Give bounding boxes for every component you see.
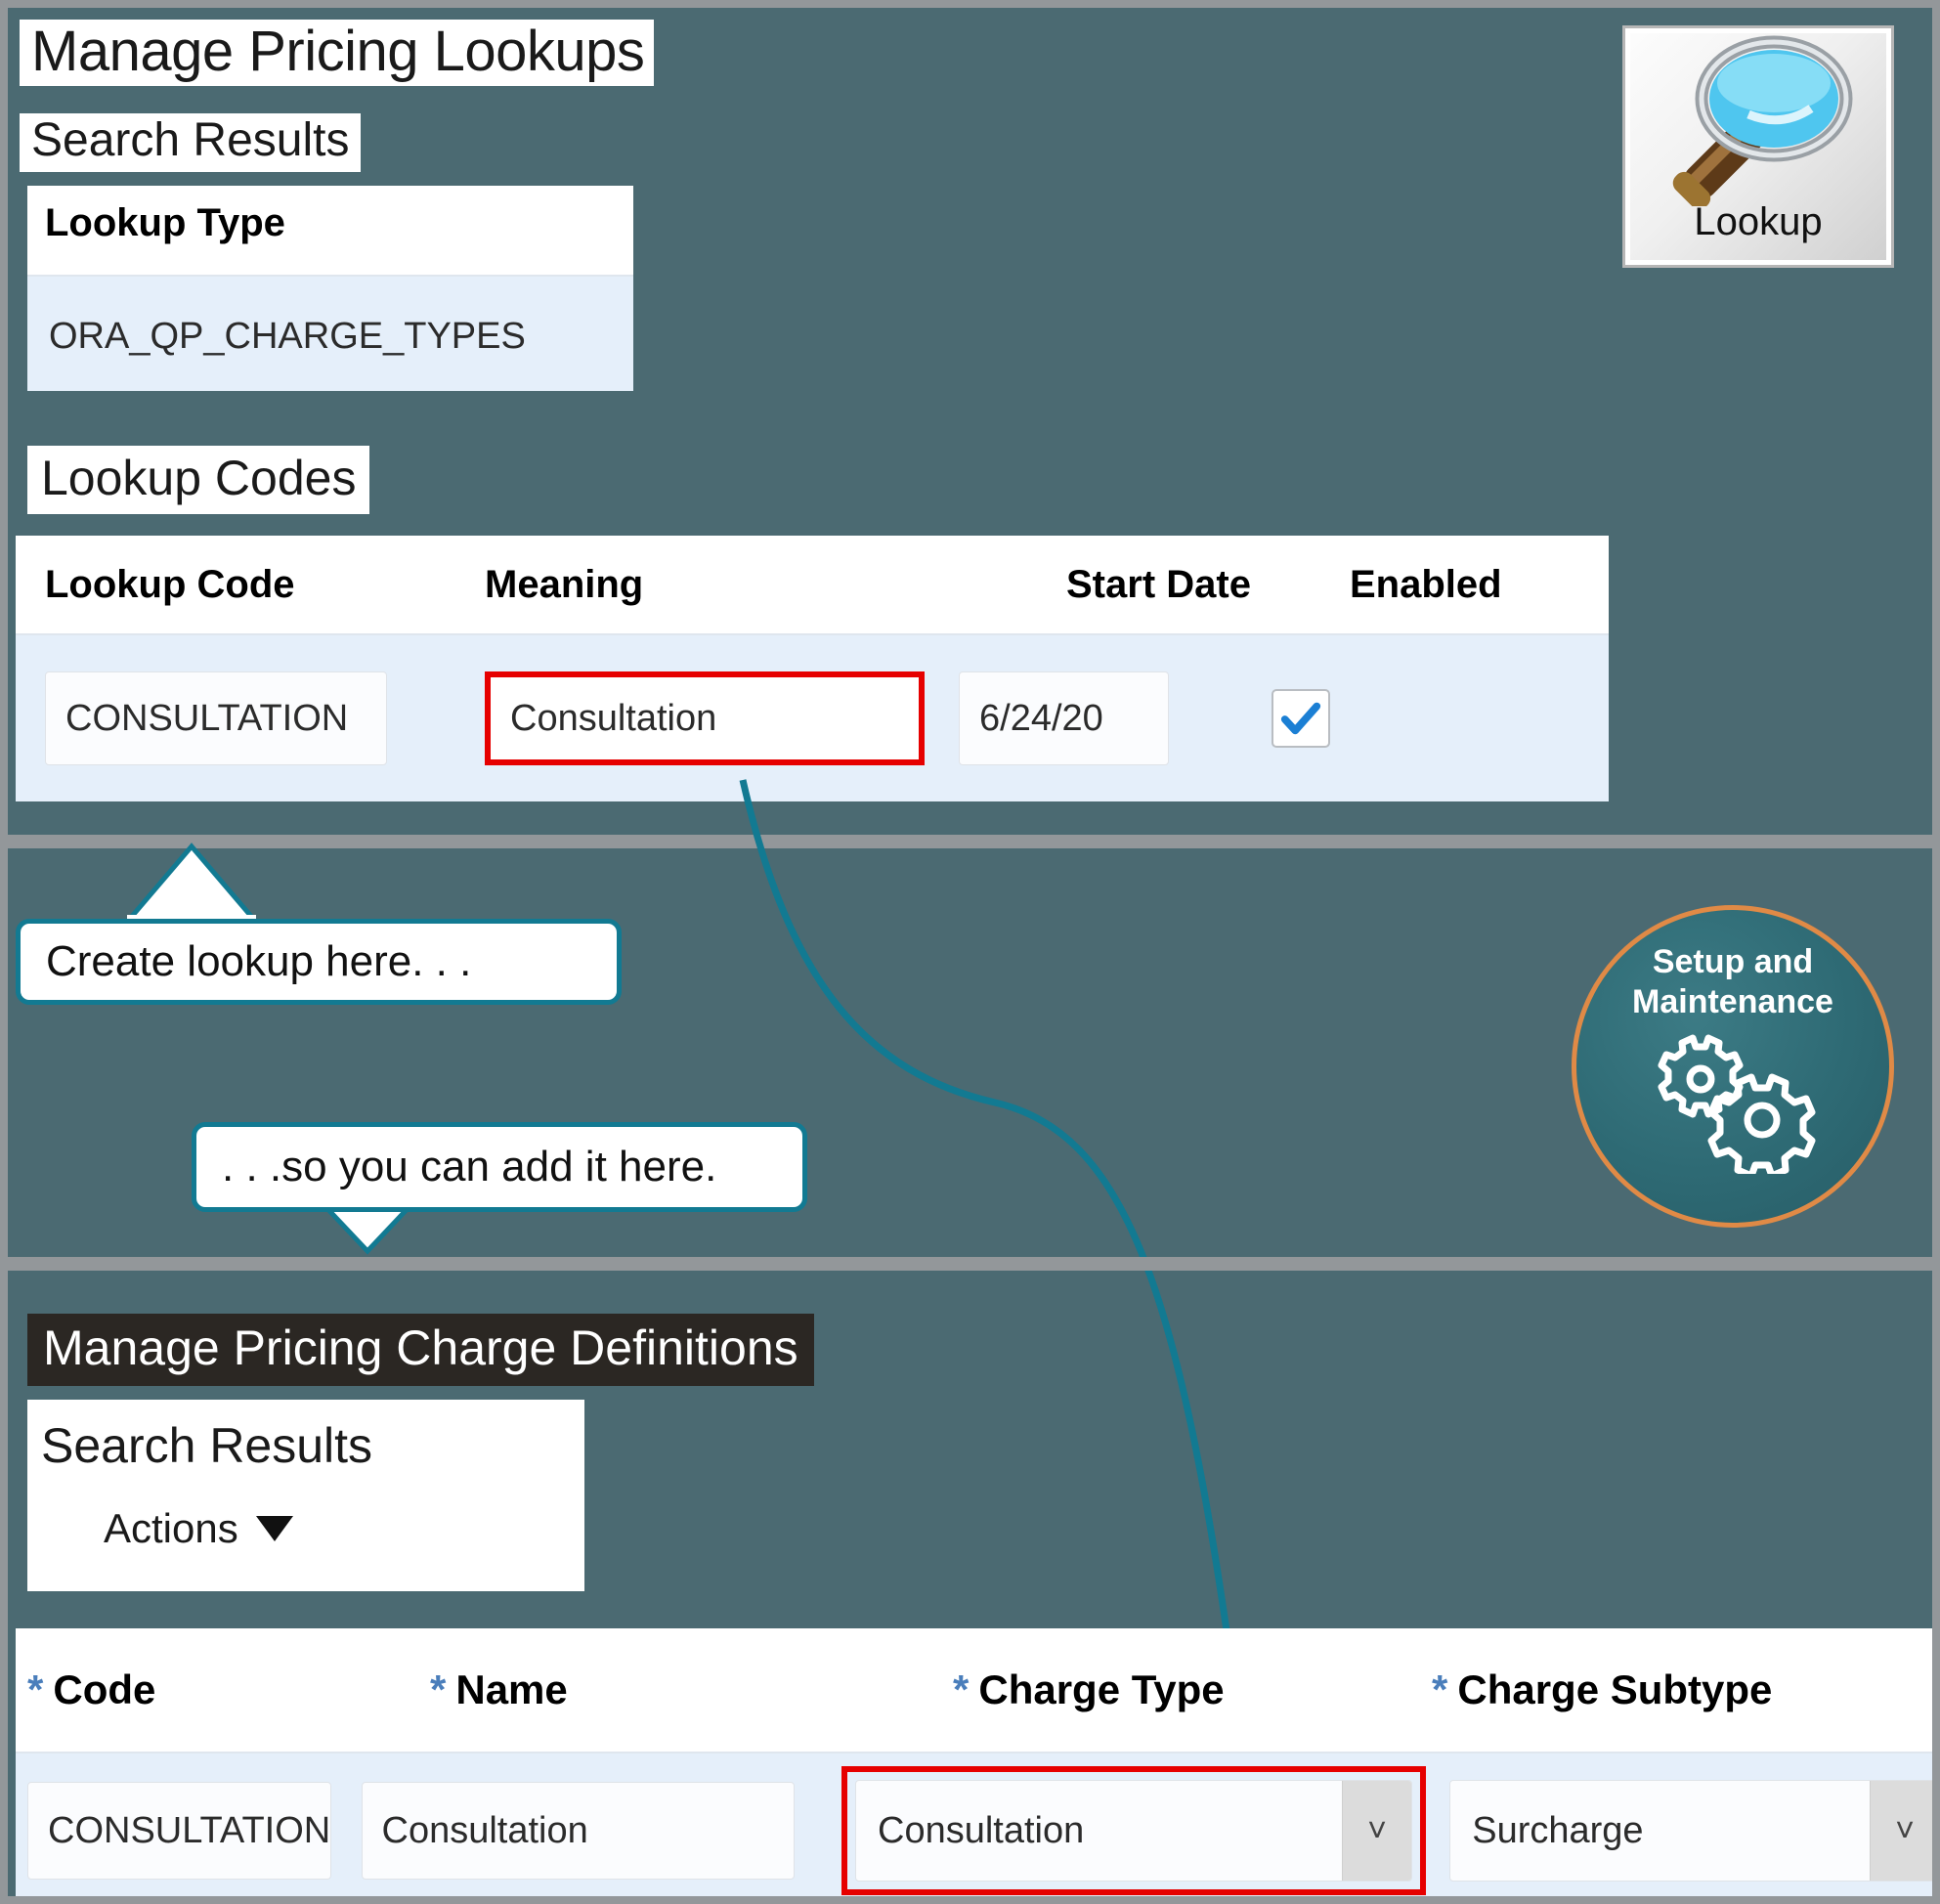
page-title-manage-pricing-lookups: Manage Pricing Lookups xyxy=(20,20,655,86)
lookup-button[interactable]: Lookup xyxy=(1622,25,1894,268)
column-header-charge-type-label: Charge Type xyxy=(978,1666,1225,1712)
charge-type-highlight: Consultation ˅ xyxy=(841,1766,1427,1895)
column-header-start-date: Start Date xyxy=(1066,562,1251,606)
chevron-down-icon[interactable]: ˅ xyxy=(1870,1781,1932,1881)
column-header-charge-subtype: *Charge Subtype xyxy=(1432,1666,1920,1713)
setup-badge-line1: Setup and xyxy=(1652,943,1814,980)
table-row: CONSULTATION Consultation 6/24/20 xyxy=(16,635,1609,801)
actions-menu-label: Actions xyxy=(104,1505,238,1551)
required-asterisk-charge-type: * xyxy=(953,1666,970,1712)
required-asterisk-charge-subtype: * xyxy=(1432,1666,1448,1712)
setup-badge-line2: Maintenance xyxy=(1632,982,1833,1020)
panel-divider-top xyxy=(8,835,1932,848)
meaning-field[interactable]: Consultation xyxy=(485,671,925,765)
column-header-enabled: Enabled xyxy=(1350,562,1502,606)
actions-menu[interactable]: Actions xyxy=(27,1484,584,1591)
column-header-lookup-code: Lookup Code xyxy=(45,562,295,606)
required-asterisk-code: * xyxy=(27,1666,44,1712)
page-title-manage-pricing-charge-definitions: Manage Pricing Charge Definitions xyxy=(27,1314,814,1386)
charge-type-value: Consultation xyxy=(878,1809,1085,1851)
column-header-code-label: Code xyxy=(53,1666,156,1712)
lookup-type-divider xyxy=(27,275,633,277)
search-results-panel-charge-defs: Search Results Actions xyxy=(27,1400,584,1591)
lookup-codes-header-row: Lookup Code Meaning Start Date Enabled xyxy=(16,536,1609,633)
column-header-charge-type: *Charge Type xyxy=(953,1666,1432,1713)
check-icon xyxy=(1280,702,1321,735)
chevron-down-icon[interactable]: ˅ xyxy=(1342,1781,1412,1881)
panel-divider-bottom xyxy=(8,1257,1932,1271)
lookup-codes-table: Lookup Code Meaning Start Date Enabled C… xyxy=(16,536,1609,801)
lookup-type-panel: Lookup Type ORA_QP_CHARGE_TYPES xyxy=(27,186,633,391)
search-results-label-lookups: Search Results xyxy=(20,113,362,172)
name-field[interactable]: Consultation xyxy=(361,1782,796,1880)
table-row: CONSULTATION Consultation Consultation ˅… xyxy=(16,1753,1932,1896)
charge-type-select[interactable]: Consultation ˅ xyxy=(855,1780,1413,1882)
callout-create-lookup-text: Create lookup here. . . xyxy=(46,937,472,985)
charge-subtype-value: Surcharge xyxy=(1472,1809,1644,1851)
lookup-button-label: Lookup xyxy=(1694,200,1823,243)
lookup-codes-header-divider xyxy=(16,633,1609,635)
lookup-code-field[interactable]: CONSULTATION xyxy=(45,671,387,765)
charge-definitions-table: *Code *Name *Charge Type *Charge Subtype… xyxy=(16,1628,1932,1896)
column-header-name: *Name xyxy=(430,1666,953,1713)
column-header-code: *Code xyxy=(16,1666,430,1713)
callout-create-lookup: Create lookup here. . . xyxy=(16,919,622,1005)
callout-add-it-here: . . .so you can add it here. xyxy=(192,1122,807,1212)
lookup-type-value[interactable]: ORA_QP_CHARGE_TYPES xyxy=(27,277,633,391)
callout-add-it-here-text: . . .so you can add it here. xyxy=(222,1143,717,1190)
code-field[interactable]: CONSULTATION xyxy=(27,1782,332,1880)
search-results-label-charge-defs: Search Results xyxy=(41,1418,373,1473)
column-header-name-label: Name xyxy=(455,1666,568,1712)
lookup-type-header: Lookup Type xyxy=(45,201,285,244)
start-date-field[interactable]: 6/24/20 xyxy=(959,671,1169,765)
gears-icon xyxy=(1658,1034,1816,1174)
enabled-checkbox[interactable] xyxy=(1272,689,1330,748)
column-header-charge-subtype-label: Charge Subtype xyxy=(1457,1666,1773,1712)
chevron-down-icon xyxy=(255,1516,293,1541)
column-header-meaning: Meaning xyxy=(485,562,644,606)
required-asterisk-name: * xyxy=(430,1666,447,1712)
charge-definitions-header-row: *Code *Name *Charge Type *Charge Subtype xyxy=(16,1628,1932,1752)
lookup-codes-section-label: Lookup Codes xyxy=(27,446,370,514)
setup-and-maintenance-badge[interactable]: Setup and Maintenance xyxy=(1572,905,1894,1228)
charge-subtype-select[interactable]: Surcharge ˅ xyxy=(1449,1780,1932,1882)
charge-definitions-header-divider xyxy=(16,1752,1932,1753)
magnifier-icon xyxy=(1672,35,1853,206)
